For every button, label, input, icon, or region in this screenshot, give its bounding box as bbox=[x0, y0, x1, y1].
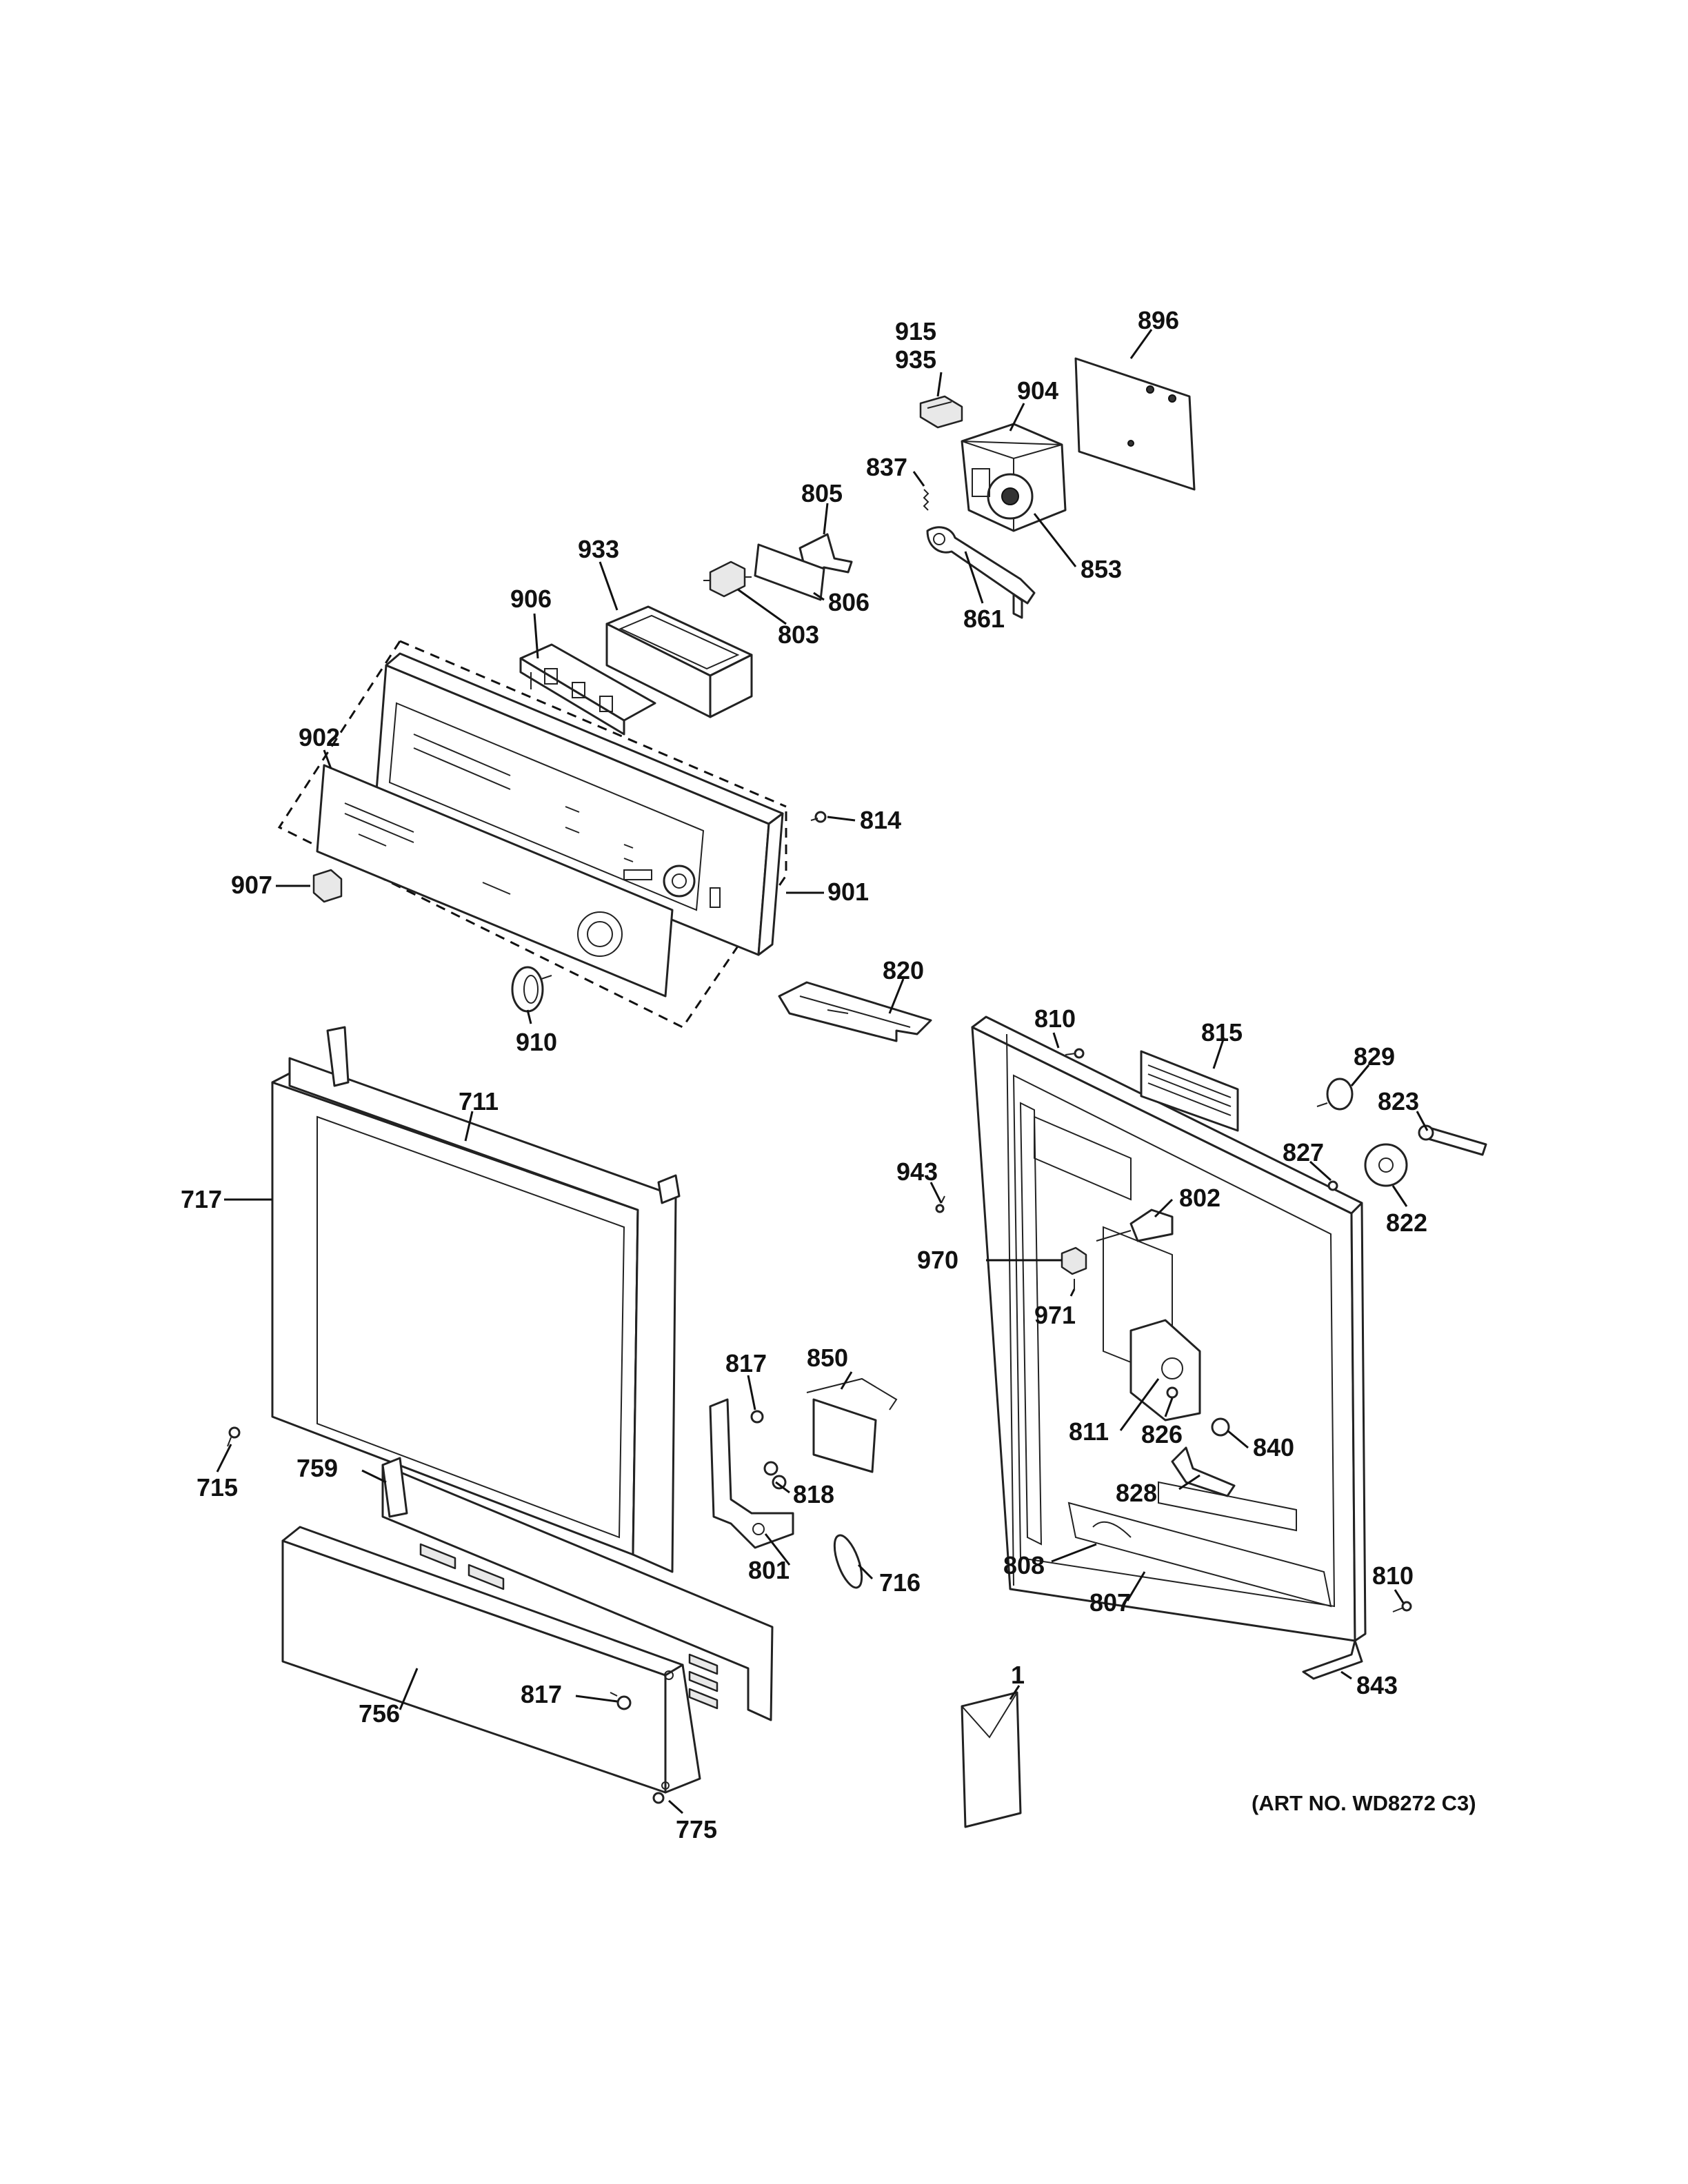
label-840: 840 bbox=[1253, 1433, 1294, 1462]
part-822-gear bbox=[1364, 1143, 1408, 1187]
label-715: 715 bbox=[197, 1473, 238, 1502]
label-811: 811 bbox=[1069, 1417, 1109, 1446]
part-907-button bbox=[312, 869, 343, 903]
label-970: 970 bbox=[917, 1246, 958, 1274]
part-802-actuator bbox=[1096, 1209, 1174, 1242]
label-808: 808 bbox=[1003, 1551, 1045, 1579]
label-896: 896 bbox=[1138, 306, 1179, 334]
label-822: 822 bbox=[1386, 1209, 1427, 1237]
label-756: 756 bbox=[359, 1699, 400, 1728]
label-820: 820 bbox=[883, 956, 924, 984]
part-775-screw bbox=[652, 1781, 670, 1804]
label-861: 861 bbox=[963, 605, 1005, 633]
label-775: 775 bbox=[676, 1815, 717, 1843]
label-971: 971 bbox=[1034, 1301, 1076, 1329]
part-933-housing bbox=[605, 605, 753, 718]
label-837: 837 bbox=[866, 453, 907, 481]
label-803: 803 bbox=[778, 620, 819, 649]
part-815-vent bbox=[1140, 1050, 1239, 1132]
part-915-connector bbox=[919, 395, 963, 429]
label-828: 828 bbox=[1116, 1479, 1157, 1507]
part-803-switch bbox=[703, 560, 752, 598]
label-853: 853 bbox=[1081, 555, 1122, 583]
part-901-console bbox=[374, 652, 784, 956]
part-828-lever bbox=[1171, 1446, 1236, 1497]
label-817-top: 817 bbox=[725, 1349, 767, 1377]
label-906: 906 bbox=[510, 585, 552, 613]
label-817-bottom: 817 bbox=[521, 1680, 562, 1708]
art-number: (ART NO. WD8272 C3) bbox=[1252, 1791, 1476, 1815]
part-808-wire bbox=[1092, 1521, 1132, 1538]
label-823: 823 bbox=[1378, 1087, 1419, 1115]
part-902-overlay bbox=[316, 764, 674, 998]
label-810-top: 810 bbox=[1034, 1004, 1076, 1033]
label-810-bottom: 810 bbox=[1372, 1561, 1414, 1590]
label-902: 902 bbox=[299, 723, 340, 751]
part-827-screw bbox=[1327, 1180, 1338, 1191]
part-810-screw-top bbox=[1065, 1048, 1085, 1059]
label-805: 805 bbox=[801, 479, 843, 507]
part-837-spring bbox=[923, 489, 930, 511]
part-943-screw bbox=[935, 1195, 945, 1213]
part-970-button bbox=[1061, 1246, 1087, 1275]
label-943: 943 bbox=[896, 1157, 938, 1186]
part-829-knob bbox=[1316, 1078, 1354, 1111]
part-1-literature bbox=[961, 1691, 1022, 1828]
label-910: 910 bbox=[516, 1028, 557, 1056]
part-715-screw bbox=[227, 1426, 241, 1447]
part-711-channel bbox=[288, 1026, 681, 1573]
label-850: 850 bbox=[807, 1344, 848, 1372]
label-759: 759 bbox=[297, 1454, 338, 1482]
label-717: 717 bbox=[181, 1185, 222, 1213]
part-759-kickplate-bracket bbox=[381, 1457, 774, 1721]
label-806: 806 bbox=[828, 588, 870, 616]
label-802: 802 bbox=[1179, 1184, 1220, 1212]
part-811-dispenser bbox=[1129, 1319, 1201, 1422]
part-labels: 915 935 896 904 837 805 853 933 806 803 … bbox=[181, 306, 1427, 1843]
part-806-plate bbox=[754, 543, 825, 601]
label-711: 711 bbox=[459, 1087, 499, 1115]
part-823-shaft bbox=[1418, 1124, 1487, 1156]
label-827: 827 bbox=[1283, 1138, 1324, 1166]
label-826: 826 bbox=[1141, 1420, 1183, 1448]
part-818-fasteners bbox=[763, 1461, 787, 1490]
label-1: 1 bbox=[1011, 1661, 1025, 1689]
part-840-cap bbox=[1211, 1417, 1230, 1437]
part-904-timer-module bbox=[961, 423, 1067, 532]
part-716-gasket bbox=[833, 1534, 863, 1589]
label-935: 935 bbox=[895, 345, 936, 374]
part-826-gear bbox=[1166, 1386, 1178, 1399]
label-818: 818 bbox=[793, 1480, 834, 1508]
label-933: 933 bbox=[578, 535, 619, 563]
part-843-hinge bbox=[1302, 1639, 1363, 1680]
part-814-screw bbox=[810, 811, 827, 823]
part-817-screw-top bbox=[750, 1410, 764, 1424]
leader-lines bbox=[216, 329, 1429, 1814]
label-915: 915 bbox=[895, 317, 936, 345]
part-756-kickplate bbox=[281, 1526, 701, 1794]
label-904: 904 bbox=[1017, 376, 1058, 405]
label-807: 807 bbox=[1089, 1588, 1131, 1617]
label-907: 907 bbox=[231, 871, 272, 899]
part-801-hinge-bracket bbox=[709, 1398, 794, 1549]
part-810-screw-bottom bbox=[1392, 1601, 1412, 1612]
part-820-handle-bracket bbox=[778, 981, 932, 1042]
part-817-screw-bottom bbox=[610, 1692, 632, 1710]
part-896-cover-plate bbox=[1074, 357, 1196, 491]
label-843: 843 bbox=[1356, 1671, 1398, 1699]
label-814: 814 bbox=[860, 806, 901, 834]
label-901: 901 bbox=[827, 878, 869, 906]
label-801: 801 bbox=[748, 1556, 790, 1584]
part-861-lever-arm bbox=[926, 526, 1036, 619]
part-910-knob bbox=[511, 966, 552, 1013]
label-716: 716 bbox=[879, 1568, 921, 1597]
label-829: 829 bbox=[1354, 1042, 1395, 1071]
label-815: 815 bbox=[1201, 1018, 1243, 1046]
control-panel-dashed-group bbox=[277, 640, 787, 1029]
part-906-switch-bracket bbox=[519, 643, 656, 736]
part-850-plate bbox=[806, 1377, 898, 1473]
